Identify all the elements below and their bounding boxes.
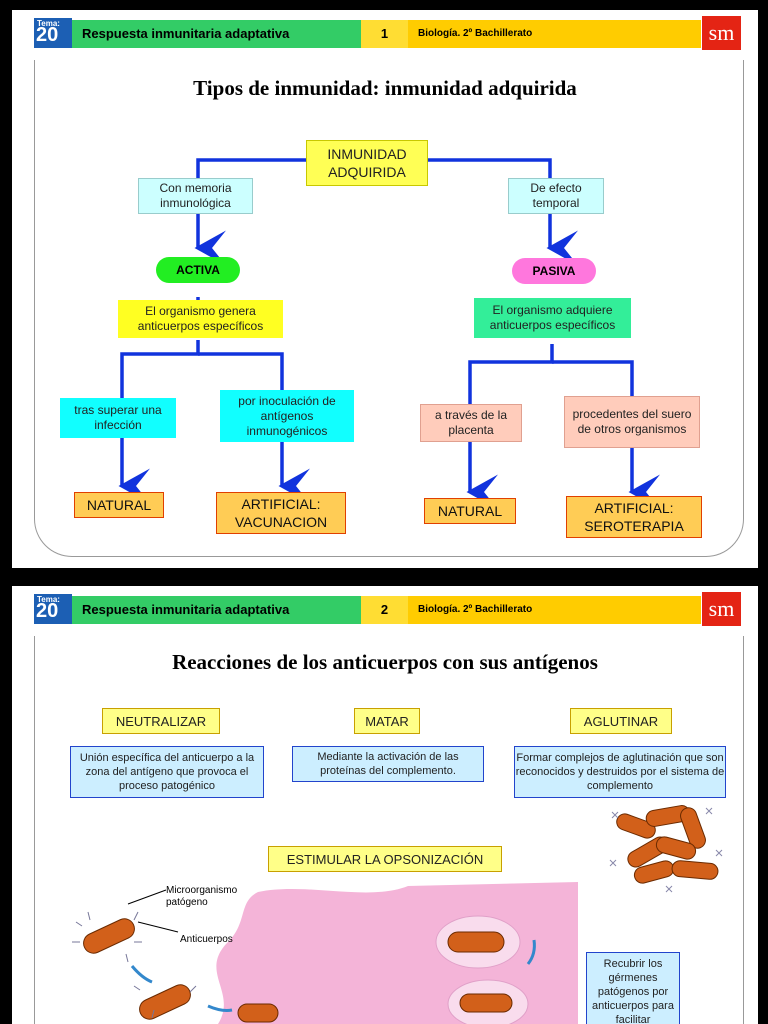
recubrir-description: Recubrir los gérmenes patógenos por anti… <box>586 952 680 1024</box>
opsonizacion-label: ESTIMULAR LA OPSONIZACIÓN <box>268 846 502 872</box>
sm-logo: sm <box>702 16 741 50</box>
pasiva-description: El organismo adquiere anticuerpos especí… <box>474 298 631 338</box>
pasiva-artificial: ARTIFICIAL: SEROTERAPIA <box>566 496 702 538</box>
flow-arrow-3 <box>526 939 536 965</box>
neutralizar-description: Unión específica del anticuerpo a la zon… <box>70 746 264 798</box>
flow-arrow-2 <box>207 1004 233 1012</box>
aglutinar-label: AGLUTINAR <box>570 708 672 734</box>
content-frame <box>34 60 744 557</box>
antibodies-label: Anticuerpos <box>180 934 233 945</box>
tema-number: 20 <box>36 24 59 46</box>
page-number: 1 <box>361 20 408 48</box>
tema-badge: Tema: 20 <box>34 18 72 48</box>
slide-header: Tema: 20 Respuesta inmunitaria adaptativ… <box>12 10 758 56</box>
subject-label: Biología. 2º Bachillerato <box>408 20 701 48</box>
slide-header: Tema: 20 Respuesta inmunitaria adaptativ… <box>12 586 758 632</box>
microorganism-label: Microorganismo patógeno <box>166 885 238 908</box>
sm-logo: sm <box>702 592 741 626</box>
root-node: INMUNIDAD ADQUIRIDA <box>306 140 428 186</box>
arrow-to-artificial-2 <box>552 360 660 510</box>
activa-natural: NATURAL <box>74 492 164 518</box>
connector-lines <box>118 158 660 510</box>
tema-number: 20 <box>36 600 59 622</box>
tema-label: Tema: <box>37 595 60 604</box>
subject-label: Biología. 2º Bachillerato <box>408 596 701 624</box>
arrow-to-artificial-1 <box>198 352 310 504</box>
slide-title: Tipos de inmunidad: inmunidad adquirida <box>193 76 577 100</box>
opsonization-illustration <box>72 882 578 1024</box>
pasiva-node: PASIVA <box>512 258 596 284</box>
tema-label: Tema: <box>37 19 60 28</box>
pasiva-option-placenta: a través de la placenta <box>420 404 522 442</box>
flow-arrow-1 <box>130 965 153 984</box>
pasiva-option-serum: procedentes del suero de otros organismo… <box>564 396 700 448</box>
pasiva-natural: NATURAL <box>424 498 516 524</box>
agglutination-illustration <box>609 805 723 893</box>
arrow-to-pasiva <box>428 158 578 266</box>
matar-description: Mediante la activación de las proteínas … <box>292 746 484 782</box>
content-frame <box>34 636 744 1024</box>
arrow-to-activa <box>194 158 306 266</box>
slide-title: Reacciones de los anticuerpos con sus an… <box>172 650 598 674</box>
tema-badge: Tema: 20 <box>34 594 72 624</box>
topic-title: Respuesta inmunitaria adaptativa <box>72 596 361 624</box>
topic-title: Respuesta inmunitaria adaptativa <box>72 20 361 48</box>
activa-artificial: ARTIFICIAL: VACUNACION <box>216 492 346 534</box>
left-branch-label: Con memoria inmunológica <box>138 178 253 214</box>
slide-2: Tema: 20 Respuesta inmunitaria adaptativ… <box>12 586 758 1024</box>
page-number: 2 <box>361 596 408 624</box>
slide-1: Tema: 20 Respuesta inmunitaria adaptativ… <box>12 10 758 568</box>
matar-label: MATAR <box>354 708 420 734</box>
aglutinar-description: Formar complejos de aglutinación que son… <box>514 746 726 798</box>
activa-option-infection: tras superar una infección <box>60 398 176 438</box>
activa-option-inoculation: por inoculación de antígenos inmunogénic… <box>220 390 354 442</box>
right-branch-label: De efecto temporal <box>508 178 604 214</box>
activa-description: El organismo genera anticuerpos específi… <box>118 300 283 338</box>
neutralizar-label: NEUTRALIZAR <box>102 708 220 734</box>
activa-node: ACTIVA <box>156 257 240 283</box>
